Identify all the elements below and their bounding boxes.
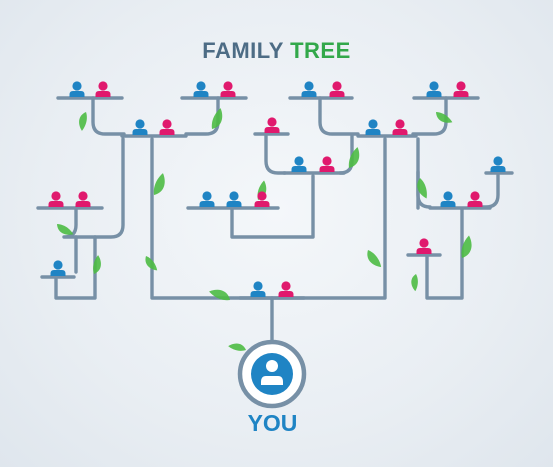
person-female-icon[interactable] (159, 119, 175, 135)
person-male-icon[interactable] (301, 81, 317, 97)
leaf-icon (87, 255, 107, 275)
person-female-icon[interactable] (392, 119, 408, 135)
person-male-icon[interactable] (490, 156, 506, 172)
leaf-icon (407, 273, 423, 292)
person-male-icon[interactable] (132, 119, 148, 135)
leaf-icon (434, 107, 453, 128)
leaf-icon (73, 111, 93, 131)
person-female-icon[interactable] (453, 81, 469, 97)
leaf-icon (366, 248, 382, 269)
family-platforms (36, 96, 514, 300)
leaf-icon (342, 147, 366, 170)
person-male-icon[interactable] (291, 156, 307, 172)
person-male-icon[interactable] (226, 191, 242, 207)
you-node[interactable] (237, 339, 307, 409)
title-word-family: FAMILY (202, 38, 284, 63)
person-female-icon[interactable] (75, 191, 91, 207)
title-word-tree: TREE (290, 38, 351, 63)
person-male-icon[interactable] (365, 119, 381, 135)
leaf-icon (228, 338, 247, 357)
person-female-icon[interactable] (467, 191, 483, 207)
page-title: FAMILY TREE (0, 38, 553, 64)
person-male-icon[interactable] (250, 281, 266, 297)
person-female-icon[interactable] (254, 191, 270, 207)
person-female-icon[interactable] (220, 81, 236, 97)
person-male-icon[interactable] (50, 260, 66, 276)
person-female-icon[interactable] (319, 156, 335, 172)
person-male-icon[interactable] (426, 81, 442, 97)
person-female-icon[interactable] (264, 117, 280, 133)
person-male-icon[interactable] (440, 191, 456, 207)
person-female-icon[interactable] (278, 281, 294, 297)
person-male-icon[interactable] (193, 81, 209, 97)
person-female-icon[interactable] (416, 238, 432, 254)
person-male-icon[interactable] (199, 191, 215, 207)
person-female-icon[interactable] (95, 81, 111, 97)
you-label: YOU (247, 410, 298, 436)
person-female-icon[interactable] (329, 81, 345, 97)
person-female-icon[interactable] (48, 191, 64, 207)
person-male-icon[interactable] (69, 81, 85, 97)
leaf-icon (454, 235, 478, 260)
you-avatar-icon (266, 360, 278, 372)
leaf-icon (209, 283, 232, 307)
